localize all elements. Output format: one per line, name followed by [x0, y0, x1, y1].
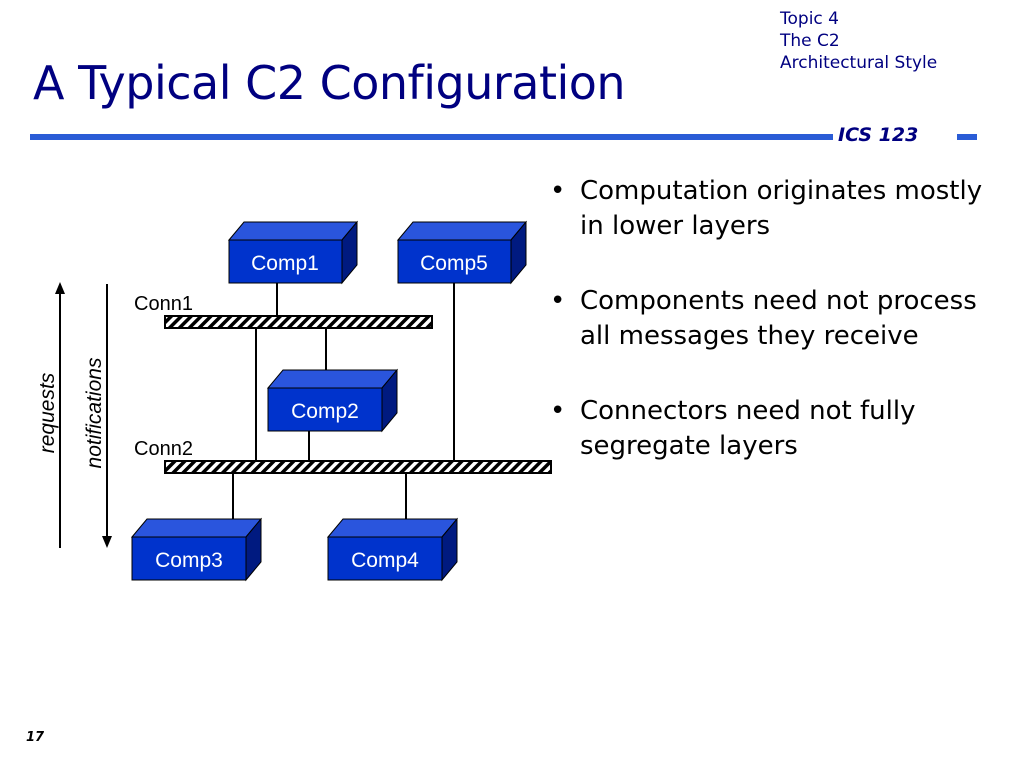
bullet-item: • Components need not process all messag… — [550, 284, 990, 354]
comp3-label: Comp3 — [155, 549, 223, 572]
topic-line: Architectural Style — [780, 53, 938, 73]
notifications-label: notifications — [83, 357, 106, 468]
requests-label: requests — [36, 372, 59, 453]
topic-line: The C2 — [780, 31, 840, 51]
requests-arrow — [55, 282, 65, 548]
comp4-box: Comp4 — [326, 517, 459, 582]
comp1-box: Comp1 — [227, 220, 359, 285]
title-rule-end — [957, 134, 977, 140]
bullet-icon: • — [550, 176, 566, 206]
comp1-label: Comp1 — [251, 252, 319, 275]
title-rule — [30, 134, 833, 140]
comp5-box: Comp5 — [396, 220, 528, 285]
course-label: ICS 123 — [838, 124, 919, 146]
bullet-text: Connectors need not fully segregate laye… — [580, 396, 916, 461]
bullet-list: • Computation originates mostly in lower… — [550, 174, 990, 504]
bullet-text: Computation originates mostly in lower l… — [580, 176, 983, 241]
wires — [232, 283, 455, 520]
comp2-box: Comp2 — [266, 368, 399, 433]
bullet-icon: • — [550, 286, 566, 316]
page-number: 17 — [26, 730, 45, 745]
comp2-label: Comp2 — [291, 400, 359, 423]
bullet-item: • Connectors need not fully segregate la… — [550, 394, 990, 464]
bullet-text: Components need not process all messages… — [580, 286, 977, 351]
comp5-label: Comp5 — [420, 252, 488, 275]
conn2-label: Conn2 — [134, 438, 193, 460]
conn1-bar — [164, 315, 433, 329]
topic-label: Topic 4 The C2 Architectural Style — [780, 8, 937, 74]
bullet-item: • Computation originates mostly in lower… — [550, 174, 990, 244]
conn2-bar — [164, 460, 552, 474]
topic-line: Topic 4 — [780, 9, 839, 29]
bullet-icon: • — [550, 396, 566, 426]
comp3-box: Comp3 — [130, 517, 263, 582]
conn1-label: Conn1 — [134, 293, 193, 315]
notifications-arrow — [102, 284, 112, 548]
slide-title: A Typical C2 Configuration — [33, 56, 626, 110]
comp4-label: Comp4 — [351, 549, 419, 572]
